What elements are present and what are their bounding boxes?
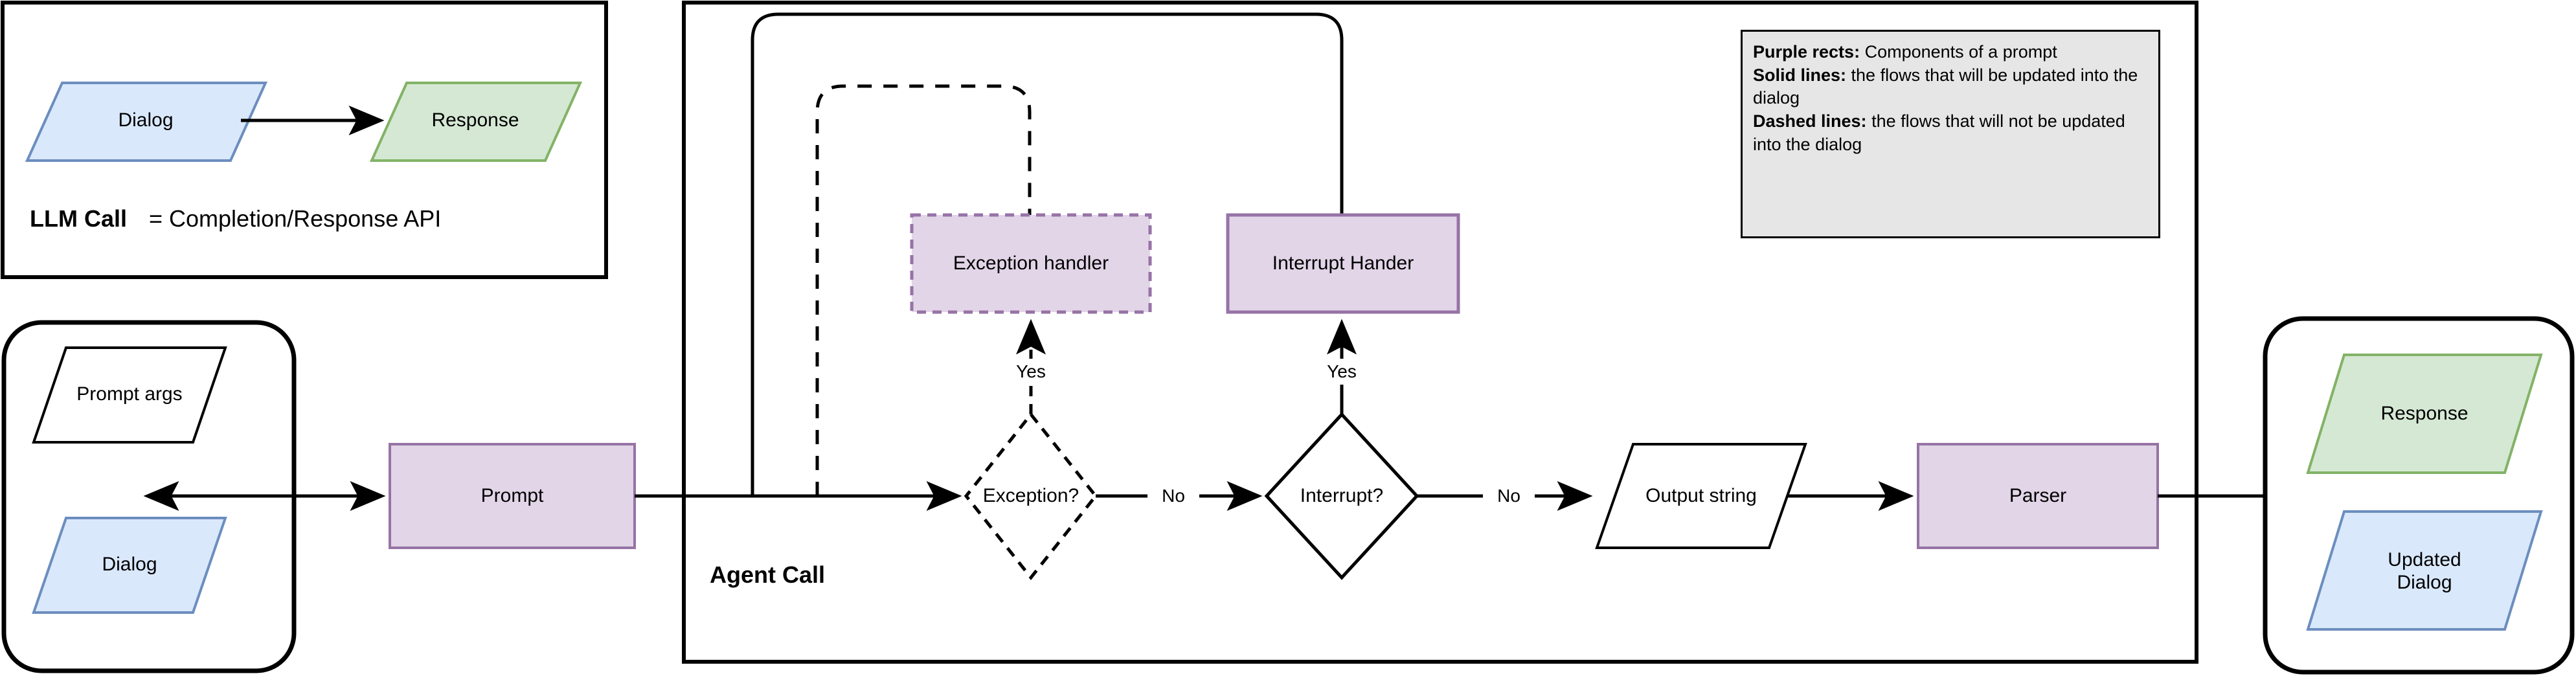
legend-line-3: Dashed lines: the flows that will not be… (1753, 110, 2148, 156)
output-response-shape (2306, 354, 2543, 474)
prompt-args-shape (32, 346, 227, 444)
interrupt-decision-shape (1264, 412, 1419, 580)
interrupt-handler-shape (1226, 213, 1460, 314)
llm-panel-dialog-shape (25, 82, 268, 162)
legend-line-2: Solid lines: the flows that will be upda… (1753, 64, 2148, 110)
dashed-feedback-loop (815, 84, 1032, 496)
legend-line-1-key: Purple rects: (1753, 42, 1860, 62)
output-updated-dialog-shape (2306, 510, 2543, 631)
legend-line-2-value: the flows that will be updated into the … (1753, 65, 2138, 108)
parser-node-shape (1917, 443, 2159, 549)
llm-call-title-row: LLM Call = Completion/Response API (30, 205, 441, 232)
solid-feedback-loop (751, 12, 1344, 496)
llm-call-equals: = Completion/Response API (149, 205, 442, 232)
output-string-shape (1595, 443, 1807, 549)
legend-line-3-value: the flows that will not be updated into … (1753, 111, 2125, 154)
exception-decision-shape (964, 411, 1098, 581)
agent-call-container (682, 1, 2198, 664)
prompt-node-shape (389, 443, 636, 549)
legend-line-1-value: Components of a prompt (1860, 42, 2057, 62)
legend-box: Purple rects: Components of a prompt Sol… (1741, 30, 2160, 238)
legend-line-2-key: Solid lines: (1753, 65, 1847, 85)
llm-panel-response-shape (369, 82, 583, 162)
legend-line-3-key: Dashed lines: (1753, 111, 1867, 131)
llm-call-title: LLM Call (30, 205, 127, 232)
exception-handler-shape (910, 213, 1152, 314)
input-dialog-shape (32, 517, 227, 614)
legend-line-1: Purple rects: Components of a prompt (1753, 41, 2148, 64)
